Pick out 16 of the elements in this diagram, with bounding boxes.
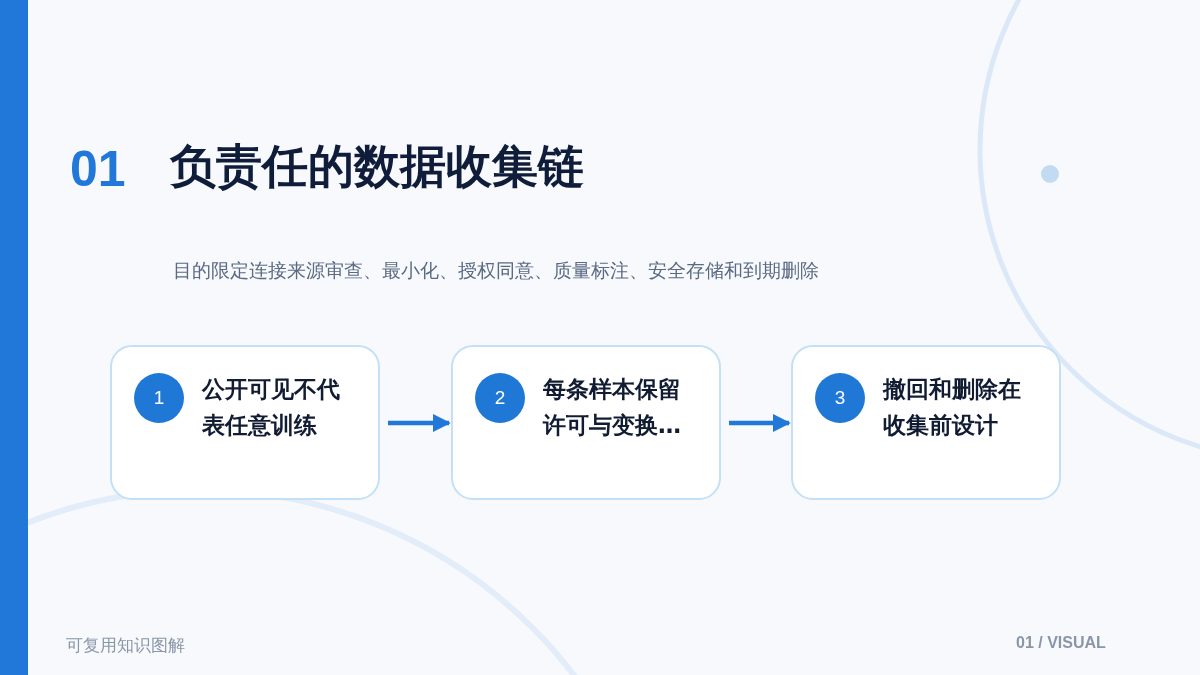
step-number: 1 bbox=[134, 373, 184, 423]
footer-text: 可复用知识图解 bbox=[66, 634, 185, 657]
title: 负责任的数据收集链 bbox=[170, 138, 584, 195]
step-card bbox=[791, 345, 1061, 500]
step-card bbox=[451, 345, 721, 500]
section-number: 01 bbox=[70, 140, 126, 198]
step-number: 2 bbox=[475, 373, 525, 423]
step-card bbox=[110, 345, 380, 500]
step-text: 每条样本保留许可与变换… bbox=[543, 375, 682, 440]
step-text: 撤回和删除在收集前设计 bbox=[883, 375, 1022, 440]
arrow bbox=[729, 414, 791, 432]
step-text: 公开可见不代表任意训练 bbox=[202, 375, 341, 440]
step-number: 3 bbox=[815, 373, 865, 423]
arrow bbox=[388, 414, 451, 432]
page-tag: 01 / VISUAL bbox=[1016, 634, 1106, 652]
subtitle: 目的限定连接来源审查、最小化、授权同意、质量标注、安全存储和到期删除 bbox=[173, 258, 820, 283]
